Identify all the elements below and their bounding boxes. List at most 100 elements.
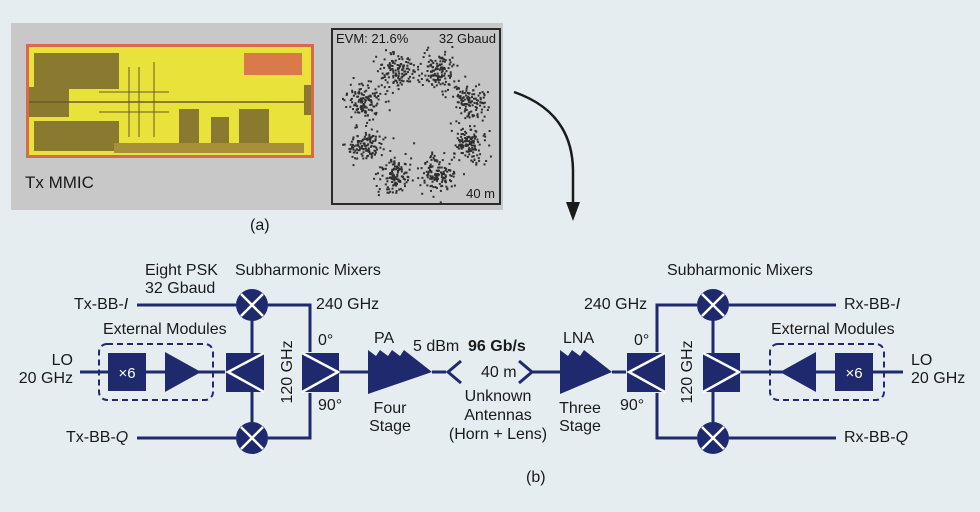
- constellation-point: [392, 173, 395, 176]
- constellation-point: [471, 136, 474, 139]
- constellation-point: [385, 164, 388, 167]
- constellation-point: [387, 191, 390, 194]
- constellation-point: [447, 74, 450, 77]
- constellation-point: [351, 155, 354, 158]
- constellation-point: [473, 159, 476, 161]
- constellation-point: [387, 100, 390, 103]
- constellation-point: [387, 72, 390, 75]
- constellation-point: [435, 84, 438, 87]
- constellation-point: [397, 55, 400, 58]
- rx-splitter-triangle: [626, 351, 666, 394]
- constellation-point: [452, 95, 455, 98]
- constellation-point: [427, 167, 430, 169]
- constellation-point: [467, 144, 470, 147]
- constellation-point: [405, 72, 408, 75]
- constellation-point: [431, 180, 434, 183]
- rx-bb-i-prefix: Rx-BB-: [844, 296, 896, 313]
- constellation-point: [450, 129, 453, 132]
- constellation-point: [447, 169, 450, 171]
- constellation-point: [412, 70, 415, 73]
- constellation-point: [400, 175, 403, 178]
- constellation-point: [397, 70, 400, 73]
- constellation-point: [373, 92, 376, 95]
- constellation-point: [481, 102, 484, 105]
- constellation-point: [361, 107, 364, 110]
- constellation-point: [398, 188, 401, 191]
- rx-antenna-icon: [518, 359, 535, 385]
- constellation-point: [407, 80, 410, 83]
- constellation-point: [402, 177, 405, 180]
- constellation-point: [398, 65, 401, 68]
- constellation-point: [399, 187, 402, 190]
- constellation-point: [389, 172, 392, 174]
- tx-bb-i-suffix: I: [123, 296, 129, 313]
- constellation-point: [360, 101, 363, 104]
- constellation-point: [356, 135, 359, 137]
- wire-coupler-mixer-q: [655, 393, 697, 440]
- constellation-point: [388, 109, 391, 112]
- constellation-point: [423, 179, 426, 182]
- low-noise-amplifier: [560, 350, 612, 394]
- constellation-point: [357, 107, 359, 110]
- modulation-type: Eight PSK: [145, 262, 218, 279]
- constellation-point: [434, 186, 437, 189]
- constellation-point: [483, 94, 486, 97]
- distance-label: 40 m: [466, 186, 495, 201]
- constellation-point: [393, 62, 396, 65]
- constellation-point: [431, 60, 434, 63]
- constellation-point: [400, 166, 403, 169]
- constellation-point: [447, 88, 449, 91]
- constellation-point: [465, 150, 468, 153]
- constellation-point: [427, 74, 430, 77]
- constellation-point: [468, 112, 471, 115]
- constellation-point: [358, 149, 361, 152]
- constellation-point: [390, 59, 393, 62]
- constellation-point: [397, 75, 400, 78]
- constellation-point: [459, 145, 462, 147]
- constellation-point: [471, 93, 474, 96]
- constellation-point: [359, 88, 362, 90]
- constellation-point: [400, 170, 403, 173]
- constellation-point: [402, 80, 405, 83]
- link-distance: 40 m: [481, 364, 517, 381]
- constellation-point: [396, 81, 399, 84]
- data-rate: 96 Gb/s: [468, 338, 526, 355]
- rx-external-modules-label: External Modules: [771, 321, 895, 338]
- constellation-point: [369, 103, 372, 106]
- constellation-point: [374, 138, 377, 141]
- constellation-point: [396, 175, 399, 178]
- constellation-point: [363, 111, 366, 114]
- constellation-point: [460, 152, 463, 154]
- constellation-point: [430, 189, 432, 192]
- constellation-point: [361, 139, 364, 142]
- constellation-plot: EVM: 21.6% 32 Gbaud 40 m: [331, 28, 505, 205]
- arrow-head: [566, 202, 580, 221]
- constellation-point: [449, 174, 452, 177]
- constellation-point: [366, 144, 369, 147]
- constellation-point: [483, 139, 486, 142]
- constellation-point: [464, 108, 467, 111]
- constellation-point: [475, 99, 478, 102]
- constellation-point: [393, 177, 396, 180]
- constellation-point: [354, 157, 357, 160]
- constellation-point: [464, 154, 467, 157]
- constellation-point: [476, 138, 479, 141]
- constellation-point: [447, 67, 450, 70]
- constellation-point: [420, 78, 423, 80]
- constellation-point: [354, 102, 357, 105]
- constellation-point: [432, 69, 435, 72]
- constellation-point: [481, 91, 484, 94]
- constellation-point: [449, 73, 452, 76]
- constellation-point: [401, 75, 404, 78]
- constellation-point: [392, 163, 395, 166]
- constellation-point: [438, 63, 441, 66]
- constellation-point: [436, 160, 439, 163]
- constellation-point: [352, 164, 355, 167]
- constellation-point: [472, 141, 475, 144]
- constellation-point: [432, 74, 435, 77]
- constellation-point: [475, 163, 478, 166]
- constellation-point: [440, 63, 443, 66]
- constellation-point: [458, 122, 461, 125]
- constellation-point: [370, 155, 373, 158]
- constellation-point: [345, 106, 348, 108]
